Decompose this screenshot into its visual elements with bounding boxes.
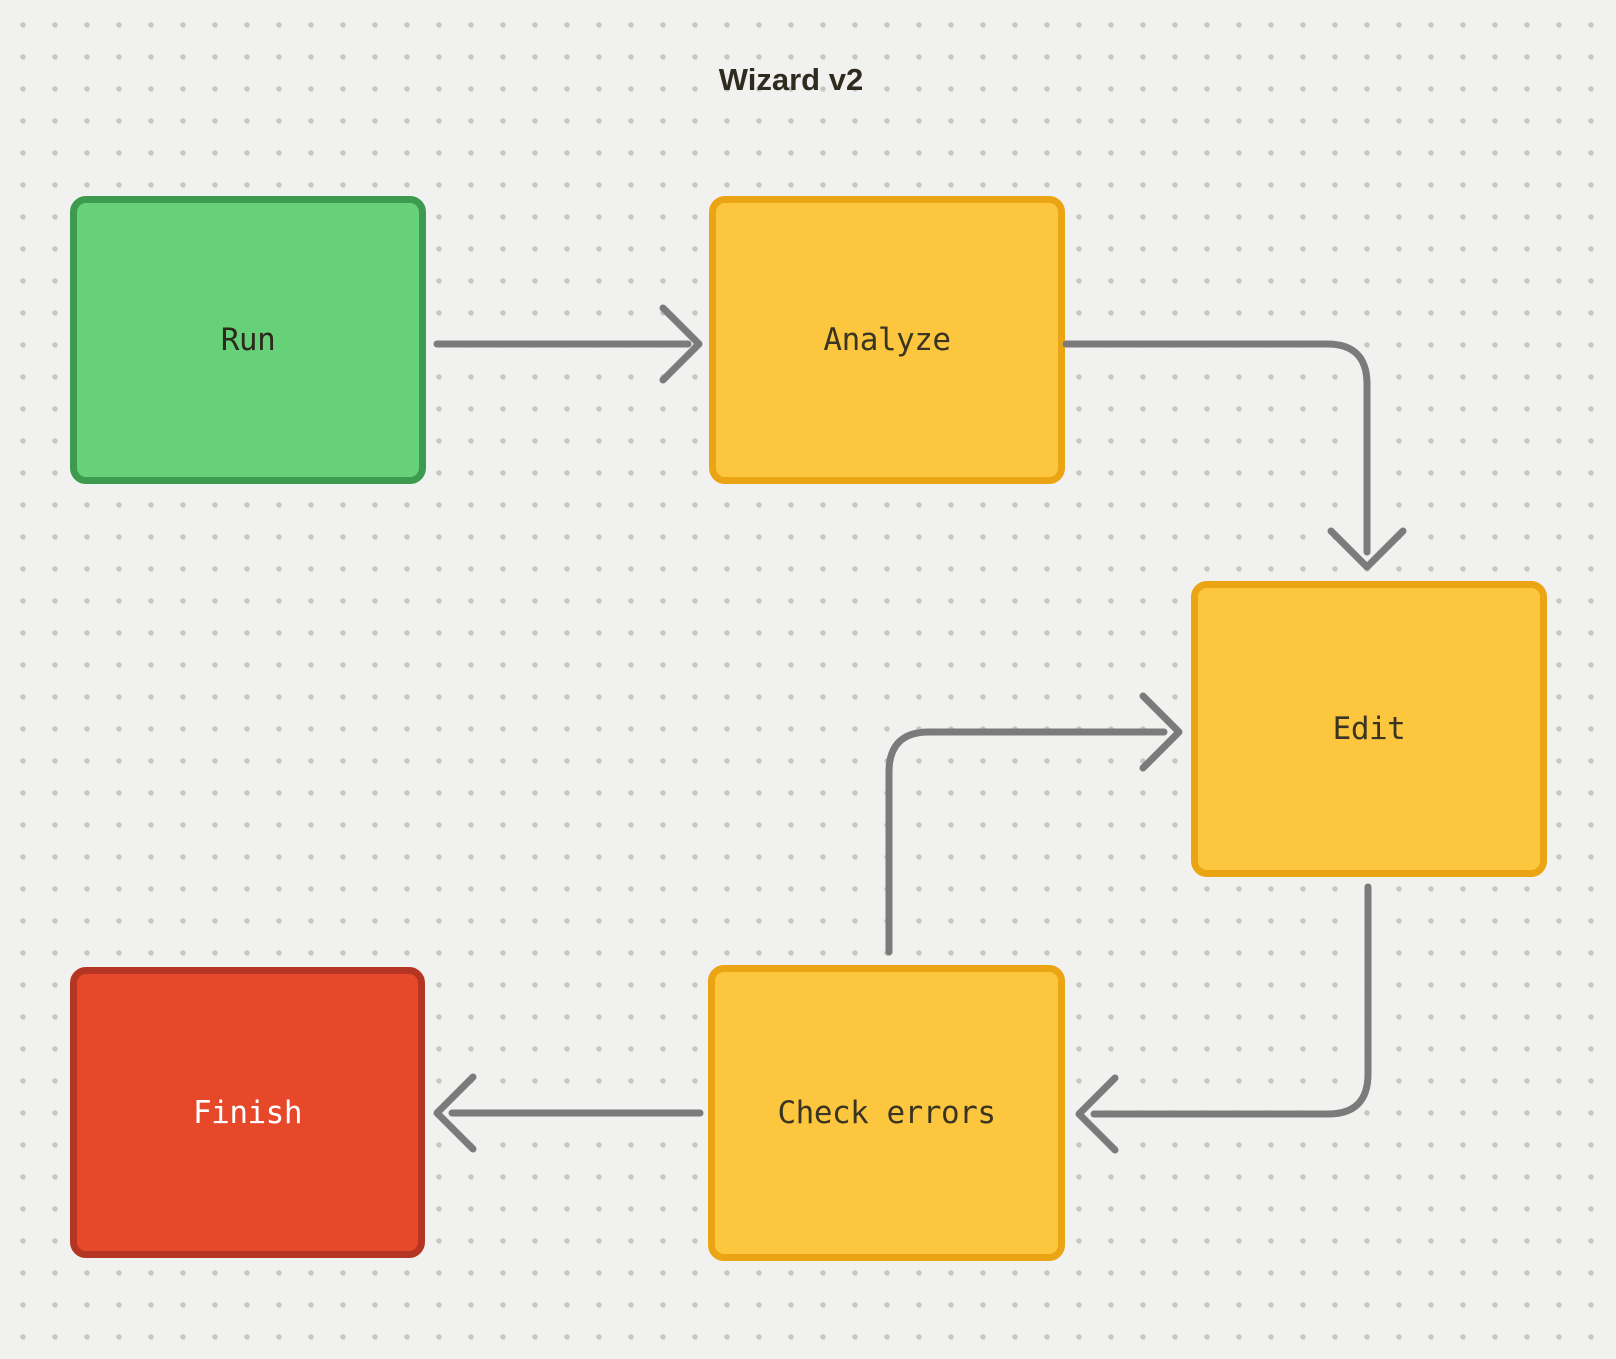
node-edit[interactable]: Edit bbox=[1191, 581, 1547, 877]
edge-run-analyze[interactable] bbox=[433, 304, 703, 384]
node-check-errors-label: Check errors bbox=[777, 1095, 996, 1131]
node-run-label: Run bbox=[220, 322, 276, 358]
diagram-title: Wizard v2 bbox=[718, 62, 864, 97]
node-run[interactable]: Run bbox=[70, 196, 426, 484]
node-finish[interactable]: Finish bbox=[70, 967, 425, 1258]
node-analyze[interactable]: Analyze bbox=[709, 196, 1065, 484]
node-check-errors[interactable]: Check errors bbox=[708, 965, 1065, 1261]
node-analyze-label: Analyze bbox=[823, 322, 951, 358]
node-finish-label: Finish bbox=[193, 1094, 302, 1131]
node-edit-label: Edit bbox=[1332, 711, 1406, 747]
edge-edit-check-errors[interactable] bbox=[1075, 883, 1372, 1154]
edge-check-errors-finish[interactable] bbox=[433, 1073, 704, 1153]
edge-check-errors-edit[interactable] bbox=[885, 692, 1183, 956]
edge-analyze-edit[interactable] bbox=[1062, 340, 1407, 571]
